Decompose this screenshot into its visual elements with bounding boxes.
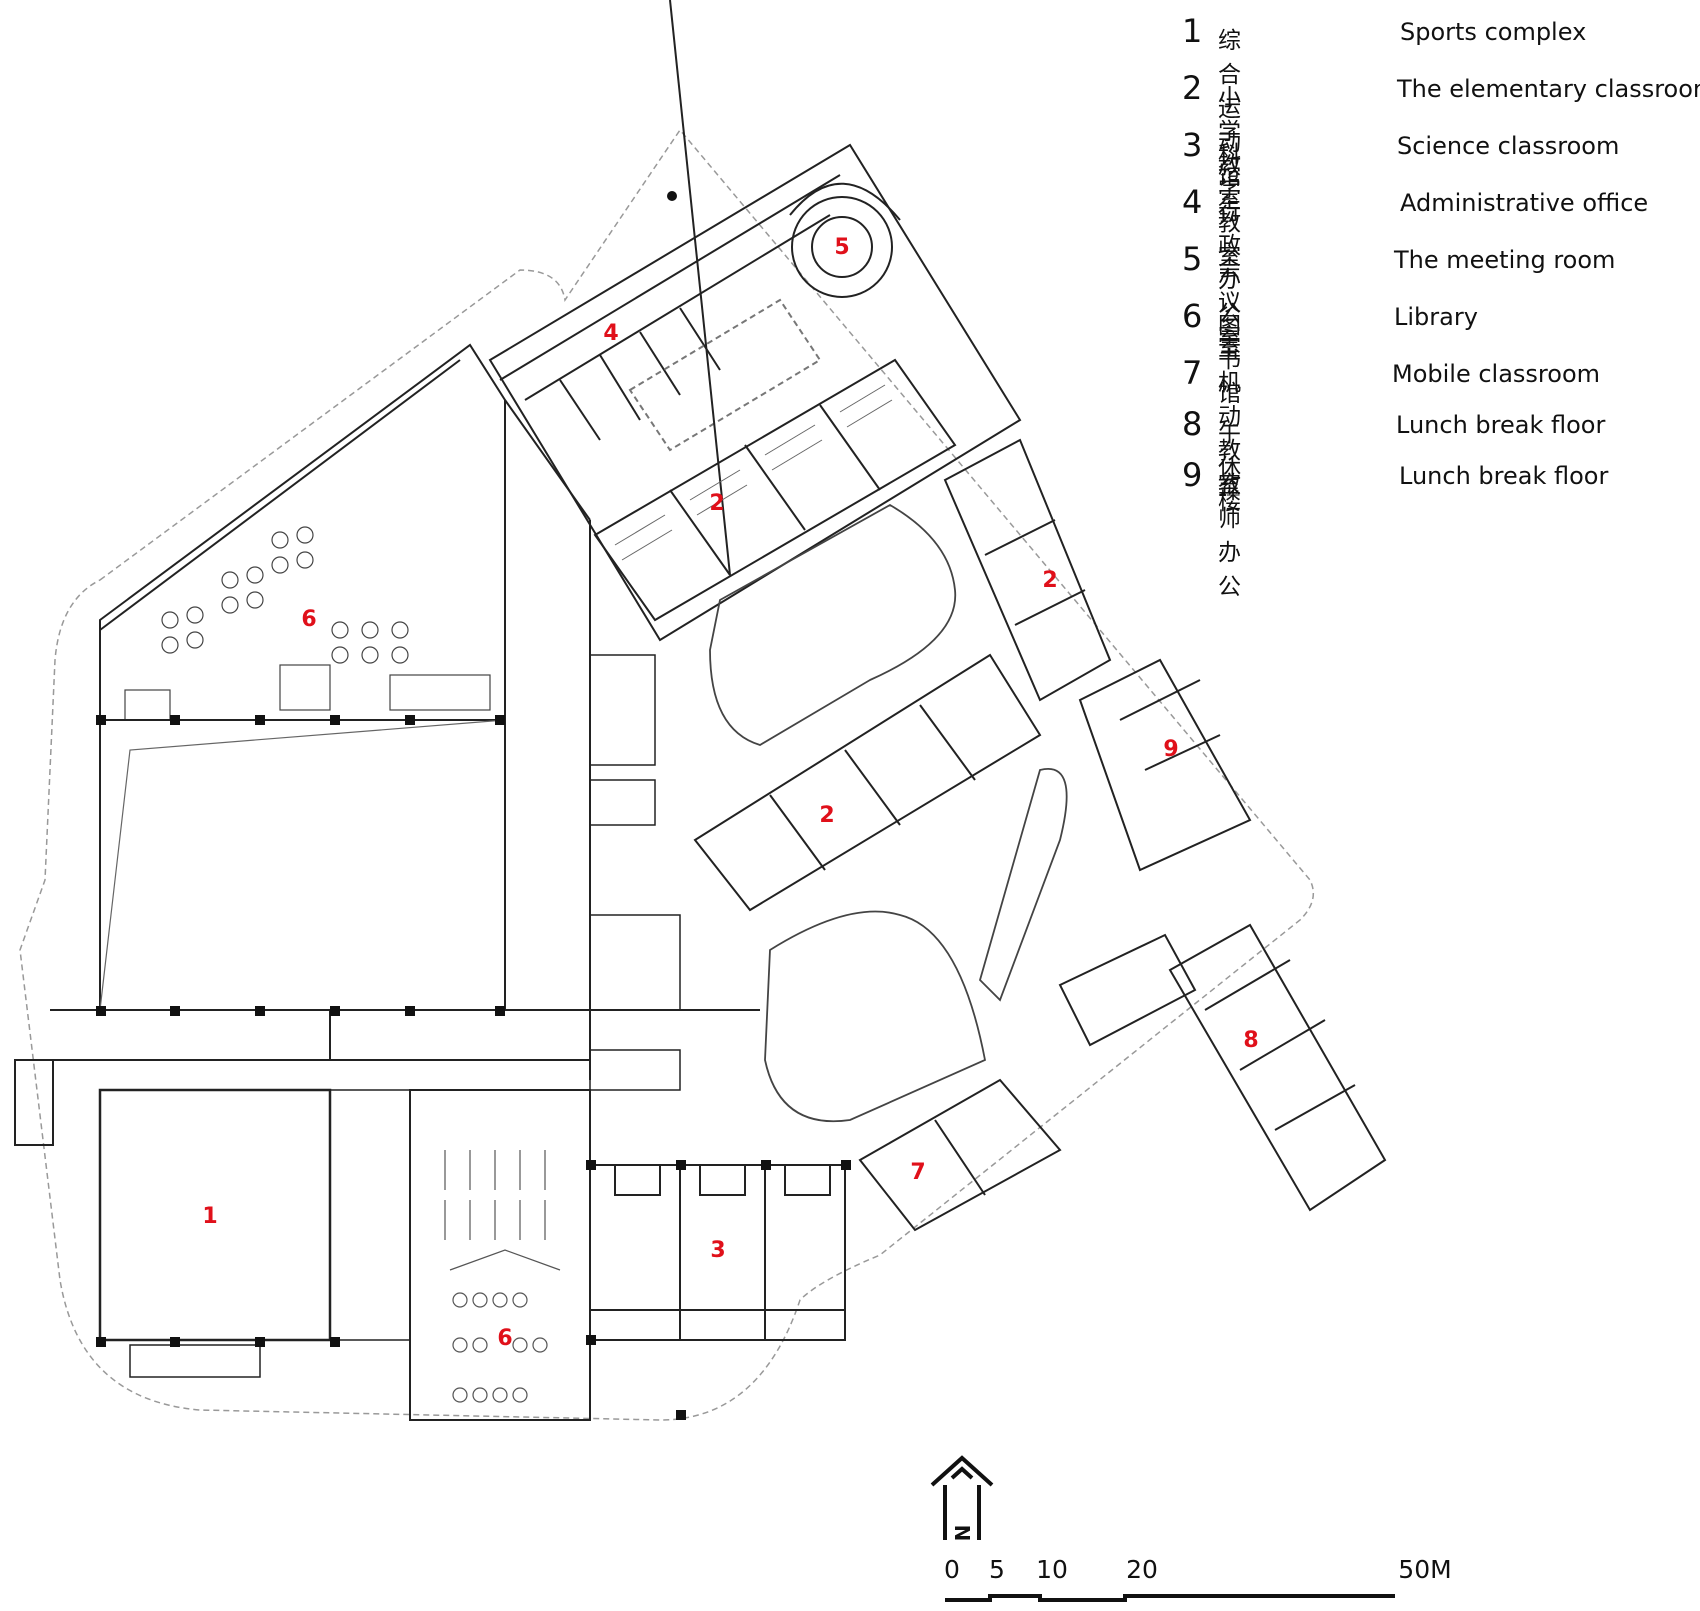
legend-cn: 行政办公室 [1218, 199, 1241, 361]
legend-num: 5 [1182, 240, 1203, 278]
room-label-library-north: 6 [301, 607, 316, 632]
legend-cn: 图书馆 [1218, 313, 1241, 407]
room-label-classroom-c: 2 [819, 803, 834, 828]
site-boundary [19, 128, 1315, 1421]
library-south [409, 1089, 591, 1421]
scale-tick-20: 20 [1126, 1555, 1158, 1584]
legend-cn: 教师办公 [1218, 472, 1241, 600]
scale-tick-10: 10 [1036, 1555, 1068, 1584]
legend-num: 7 [1182, 354, 1203, 392]
main-corridor [14, 399, 760, 1146]
legend-cn: 会议室 [1218, 256, 1241, 350]
room-label-teacher: 9 [1163, 737, 1178, 762]
lunch-building [1058, 923, 1387, 1212]
legend-num: 2 [1182, 69, 1203, 107]
legend-cn: 午休楼 [1218, 421, 1241, 515]
classroom-band-upper [593, 0, 957, 622]
room-label-library-south: 6 [497, 1326, 512, 1351]
scale-tick-50m: 50M [1398, 1555, 1451, 1584]
sports-complex [98, 1088, 411, 1378]
classroom-band-lower [693, 653, 1042, 912]
room-label-lunch: 8 [1243, 1028, 1258, 1053]
room-label-sports: 1 [202, 1204, 217, 1229]
room-label-mobile: 7 [910, 1160, 925, 1185]
service-core [589, 654, 681, 1091]
legend-en: Lunch break floor [1396, 411, 1606, 439]
legend-cn: 机动教室 [1218, 370, 1241, 498]
legend-num: 3 [1182, 126, 1203, 164]
library-north [99, 343, 506, 721]
north-wing [488, 143, 1022, 642]
science-classrooms [589, 1164, 846, 1341]
room-label-classroom-b: 2 [1042, 568, 1057, 593]
classroom-band-right [943, 438, 1112, 702]
sports-hall-void [99, 719, 506, 1011]
legend-num: 8 [1182, 405, 1203, 443]
mobile-classroom [858, 1078, 1062, 1232]
legend-en: The elementary classroom [1397, 75, 1700, 103]
legend-num: 9 [1182, 456, 1203, 494]
legend-en: Mobile classroom [1392, 360, 1601, 388]
room-label-admin: 4 [603, 321, 618, 346]
legend-cn: 综合运动馆 [1218, 28, 1241, 190]
legend-cn: 科学教室 [1218, 142, 1241, 270]
north-arrow-icon [930, 1455, 994, 1540]
legend-en: Library [1394, 303, 1478, 331]
legend-cn: 小学教室 [1218, 85, 1241, 213]
north-arrow-label: N [950, 1525, 974, 1542]
scale-tick-5: 5 [989, 1555, 1005, 1584]
structural-columns [96, 715, 851, 1420]
legend-num: 6 [1182, 297, 1203, 335]
courtyards [709, 503, 1068, 1123]
room-label-classroom-a: 2 [709, 491, 724, 516]
legend-en: Administrative office [1400, 189, 1649, 217]
legend-en: The meeting room [1394, 246, 1616, 274]
scale-tick-0: 0 [944, 1555, 960, 1584]
legend-en: Lunch break floor [1399, 462, 1609, 490]
legend-en: Science classroom [1397, 132, 1620, 160]
teacher-office [1078, 658, 1252, 872]
legend-num: 4 [1182, 183, 1203, 221]
room-label-science: 3 [710, 1238, 725, 1263]
scale-bar [945, 1594, 1395, 1602]
room-label-meeting: 5 [834, 235, 849, 260]
legend-num: 1 [1182, 12, 1203, 50]
legend-en: Sports complex [1400, 18, 1587, 46]
